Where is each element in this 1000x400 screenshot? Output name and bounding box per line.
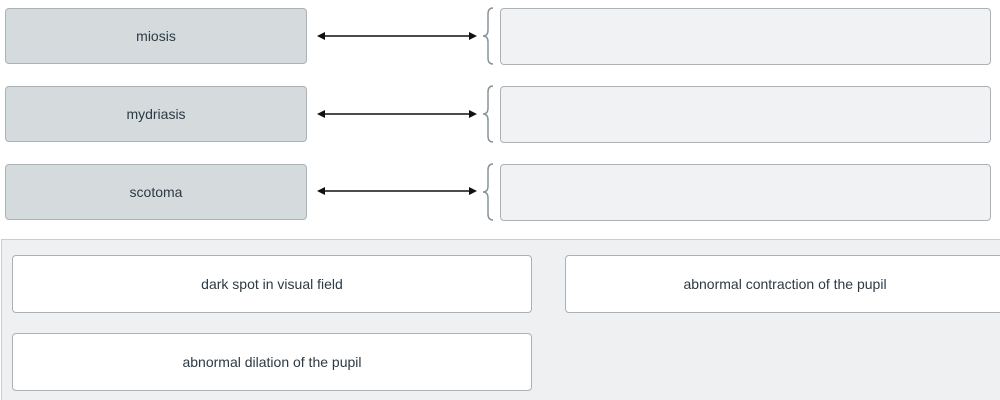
curly-brace-icon xyxy=(482,7,494,65)
double-arrow-icon xyxy=(317,187,477,195)
curly-brace-icon xyxy=(482,163,494,221)
curly-brace-icon xyxy=(482,85,494,143)
term-miosis: miosis xyxy=(5,8,307,64)
drop-zone-mydriasis[interactable] xyxy=(500,86,991,143)
answer-bank: dark spot in visual field abnormal contr… xyxy=(1,239,1000,400)
drop-zone-miosis[interactable] xyxy=(500,8,991,65)
choice-dark-spot[interactable]: dark spot in visual field xyxy=(12,255,532,313)
double-arrow-icon xyxy=(317,32,477,40)
choice-abnormal-contraction[interactable]: abnormal contraction of the pupil xyxy=(565,255,1000,313)
term-scotoma: scotoma xyxy=(5,164,307,220)
double-arrow-icon xyxy=(317,110,477,118)
choice-abnormal-dilation[interactable]: abnormal dilation of the pupil xyxy=(12,333,532,391)
drop-zone-scotoma[interactable] xyxy=(500,164,991,221)
term-mydriasis: mydriasis xyxy=(5,86,307,142)
